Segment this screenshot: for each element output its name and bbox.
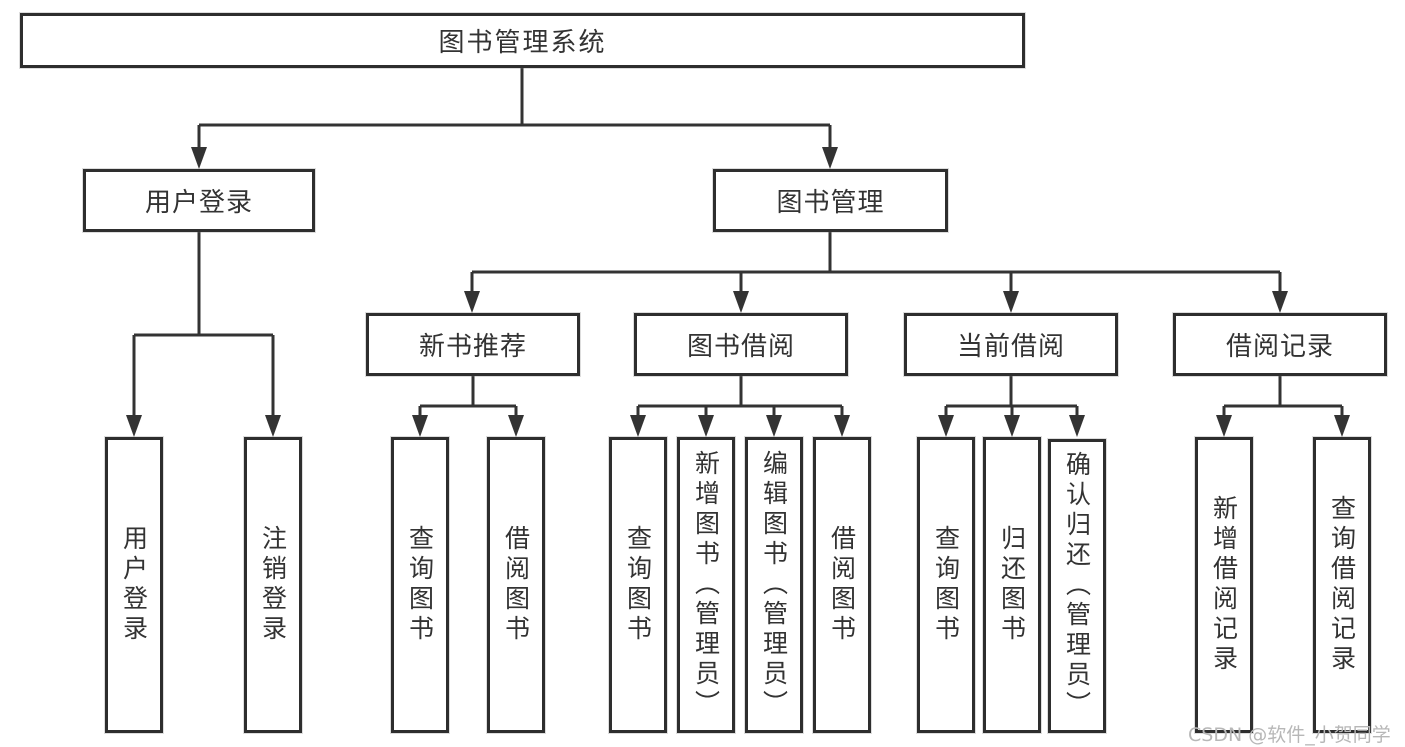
node-leaf-return-book: 归还图书 bbox=[983, 437, 1041, 733]
node-user-login: 用户登录 bbox=[83, 169, 315, 232]
node-leaf-borrow-book-recommend: 借阅图书 bbox=[487, 437, 545, 733]
node-leaf-query-book-current: 查询图书 bbox=[917, 437, 975, 733]
node-book-borrow: 图书借阅 bbox=[634, 313, 848, 376]
node-borrow-records: 借阅记录 bbox=[1173, 313, 1387, 376]
node-leaf-add-borrow-record: 新增借阅记录 bbox=[1195, 437, 1253, 733]
node-leaf-user-login: 用户登录 bbox=[105, 437, 163, 733]
node-root-library-system: 图书管理系统 bbox=[20, 13, 1025, 68]
node-leaf-borrow-book: 借阅图书 bbox=[813, 437, 871, 733]
node-new-book-recommend: 新书推荐 bbox=[366, 313, 580, 376]
node-leaf-edit-book-admin: 编辑图书（管理员） bbox=[745, 437, 803, 733]
node-current-borrow: 当前借阅 bbox=[904, 313, 1118, 376]
node-leaf-query-book-recommend: 查询图书 bbox=[391, 437, 449, 733]
node-leaf-query-borrow-record: 查询借阅记录 bbox=[1313, 437, 1371, 733]
node-leaf-add-book-admin: 新增图书（管理员） bbox=[677, 437, 735, 733]
csdn-watermark: CSDN @软件_小贺同学 bbox=[1188, 724, 1391, 746]
node-leaf-confirm-return-admin: 确认归还（管理员） bbox=[1048, 439, 1106, 733]
node-leaf-logout: 注销登录 bbox=[244, 437, 302, 733]
node-leaf-query-book-borrow: 查询图书 bbox=[609, 437, 667, 733]
node-book-management: 图书管理 bbox=[713, 169, 948, 232]
